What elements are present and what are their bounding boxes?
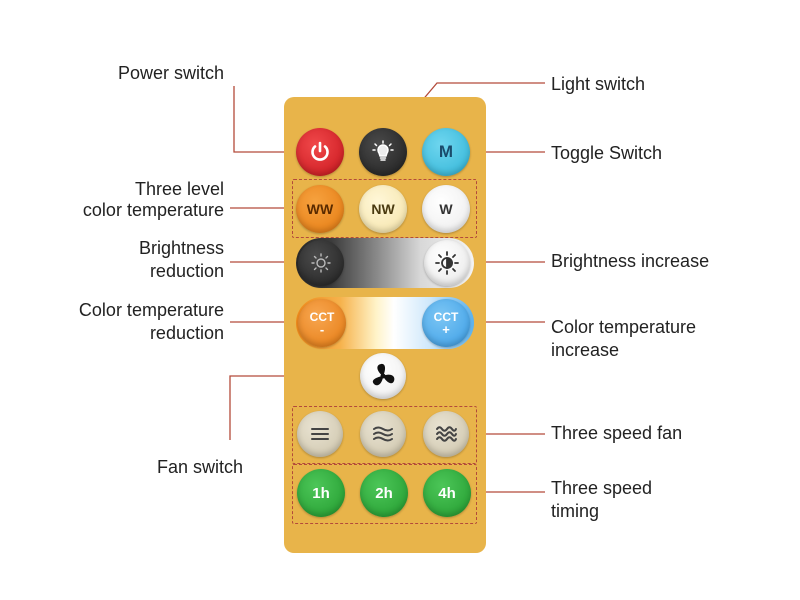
label-power-switch: Power switch — [118, 63, 225, 83]
label-cct-reduction-line1: Color temperature — [78, 300, 224, 320]
fan-button[interactable] — [360, 353, 406, 399]
timer-1h-button[interactable]: 1h — [297, 469, 345, 517]
brightness-high-icon — [435, 251, 459, 275]
fan-speed-high-button[interactable] — [423, 411, 469, 457]
label-color-levels-line1: Three level — [134, 179, 224, 199]
timer-1h-label: 1h — [312, 484, 330, 502]
brightness-low-icon — [311, 253, 331, 273]
label-toggle-switch: Toggle Switch — [551, 143, 663, 163]
speed-high-icon — [436, 426, 457, 442]
timer-group — [292, 464, 477, 524]
label-brightness-increase: Brightness increase — [551, 251, 710, 271]
timer-2h-label: 2h — [375, 484, 393, 502]
label-three-speed-fan: Three speed fan — [551, 423, 683, 443]
white-button[interactable]: W — [422, 185, 470, 233]
speed-low-icon — [311, 428, 329, 440]
label-brightness-reduction-line1: Brightness — [138, 238, 224, 258]
cct-down-label: CCT — [309, 309, 335, 324]
natural-white-button[interactable]: NW — [359, 185, 407, 233]
label-light-switch: Light switch — [551, 74, 646, 94]
label-color-levels-line2: color temperature — [82, 200, 224, 220]
fan-icon — [372, 363, 395, 386]
ww-label: WW — [306, 201, 334, 217]
fan-speed-low-button[interactable] — [297, 411, 343, 457]
color-temperature-group — [292, 179, 477, 238]
fan-speed-mid-button[interactable] — [360, 411, 406, 457]
timer-4h-label: 4h — [438, 484, 456, 502]
label-fan-switch: Fan switch — [157, 457, 244, 477]
cct-minus-label: - — [319, 321, 325, 337]
label-timing-line2: timing — [551, 501, 600, 521]
label-cct-reduction-line2: reduction — [149, 323, 224, 343]
nw-label: NW — [371, 201, 395, 217]
cct-up-label: CCT — [433, 309, 459, 324]
label-cct-increase-line2: increase — [551, 340, 620, 360]
warm-white-button[interactable]: WW — [296, 185, 344, 233]
light-button[interactable] — [359, 128, 407, 176]
cct-down-button[interactable]: CCT - — [298, 299, 346, 347]
power-button[interactable] — [296, 128, 344, 176]
mode-toggle-button[interactable]: M — [422, 128, 470, 176]
label-brightness-reduction-line2: reduction — [149, 261, 224, 281]
power-icon — [311, 141, 329, 161]
fan-speed-group — [292, 406, 477, 464]
w-label: W — [439, 201, 453, 217]
timer-4h-button[interactable]: 4h — [423, 469, 471, 517]
cct-plus-label: + — [442, 321, 450, 337]
label-timing-line1: Three speed — [551, 478, 653, 498]
timer-2h-button[interactable]: 2h — [360, 469, 408, 517]
bulb-icon — [372, 140, 394, 161]
cct-up-button[interactable]: CCT + — [422, 299, 470, 347]
brightness-up-button[interactable] — [424, 240, 470, 286]
brightness-down-button[interactable] — [298, 240, 344, 286]
speed-mid-icon — [373, 426, 393, 442]
label-cct-increase-line1: Color temperature — [551, 317, 697, 337]
mode-label: M — [438, 142, 454, 161]
